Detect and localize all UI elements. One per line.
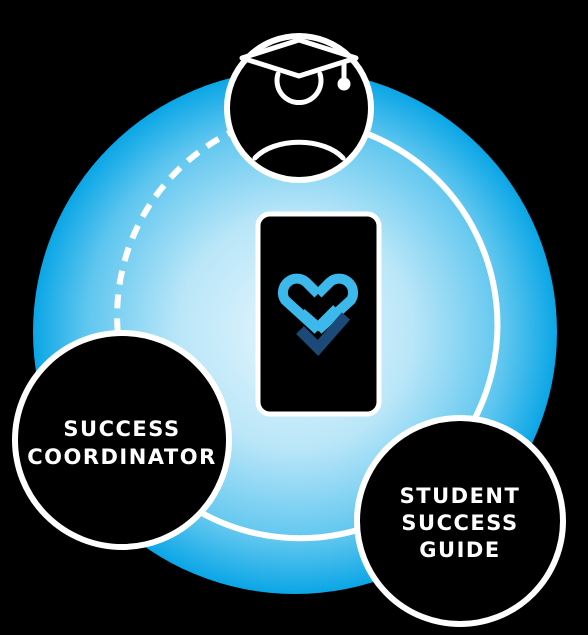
solid-connection-bottom [198, 509, 365, 542]
guide-label-line-1: STUDENT [400, 484, 521, 508]
coordinator-node: SUCCESS COORDINATOR [12, 330, 232, 550]
coordinator-label-line-2: COORDINATOR [27, 445, 217, 469]
guide-label-line-2: SUCCESS [401, 511, 518, 535]
heart-check-logo-icon [277, 273, 359, 357]
smartphone-icon [255, 211, 382, 417]
dashed-connection [114, 125, 242, 336]
graduate-student-icon [239, 37, 359, 161]
guide-node: STUDENT SUCCESS GUIDE [354, 415, 566, 627]
student-node [224, 33, 374, 183]
coordinator-label-line-1: SUCCESS [63, 417, 180, 441]
guide-label-line-3: GUIDE [419, 538, 500, 562]
